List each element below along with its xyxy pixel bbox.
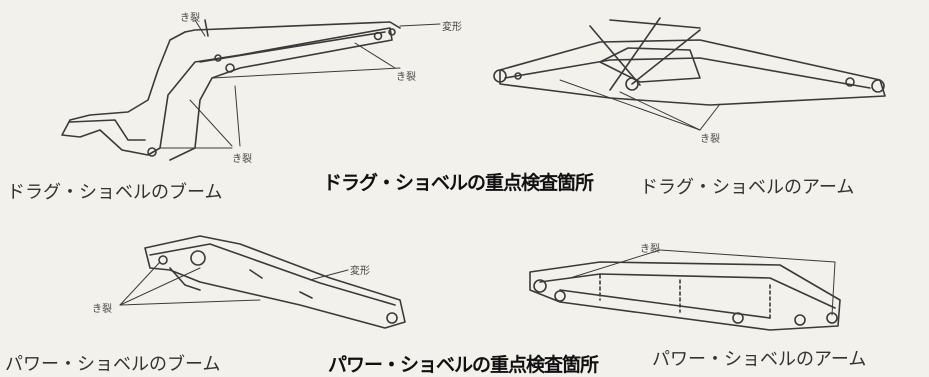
- caption-drag-boom: ドラグ・ショベルのブーム: [7, 182, 223, 203]
- drag-boom-deform-label: 変形: [442, 22, 462, 33]
- caption-power-arm: パワー・ショベルのアーム: [652, 349, 867, 370]
- title-drag-inspection-points: ドラグ・ショベルの重点検査箇所: [323, 172, 594, 194]
- drag-boom-crack-label-bottom: き裂: [232, 154, 252, 165]
- power-arm-drawing: [529, 249, 841, 331]
- power-arm-crack-label: き裂: [640, 244, 660, 255]
- drag-arm-drawing: [493, 17, 886, 131]
- power-boom-drawing: [119, 235, 406, 329]
- drag-boom-crack-label-right: き裂: [396, 72, 416, 83]
- caption-drag-arm: ドラグ・ショベルのアーム: [640, 177, 855, 198]
- power-boom-crack-label: き裂: [92, 304, 112, 315]
- power-boom-deform-label: 変形: [350, 266, 370, 277]
- drag-boom-drawing: [61, 19, 441, 161]
- drag-arm-crack-label: き裂: [700, 134, 720, 145]
- caption-power-boom: パワー・ショベルのブーム: [5, 354, 221, 375]
- title-power-inspection-points: パワー・ショベルの重点検査箇所: [328, 354, 599, 376]
- drag-boom-crack-label-top: き裂: [180, 13, 200, 24]
